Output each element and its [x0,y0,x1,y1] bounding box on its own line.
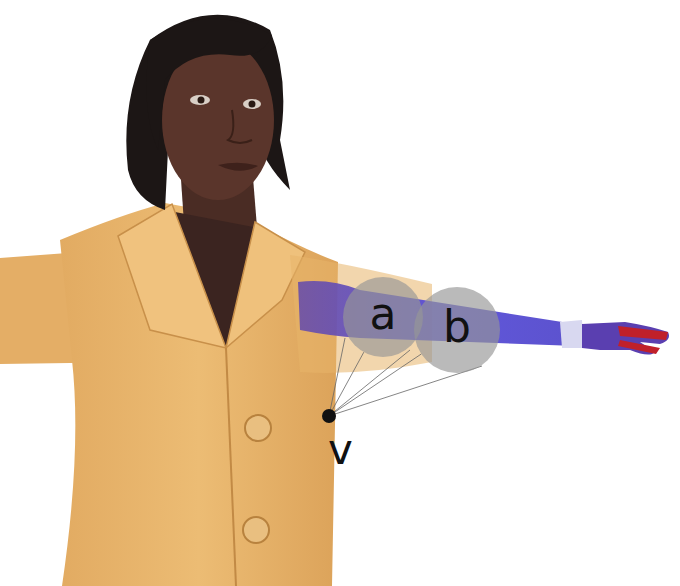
button [245,415,271,441]
eye [243,99,261,109]
influence-line [335,354,421,412]
leader-line [329,338,345,416]
nose [228,110,252,143]
joint-label: a [370,292,397,336]
button [243,517,269,543]
joint-circle: b [414,287,500,373]
left-lapel [118,204,226,348]
joint-label: b [443,305,471,349]
leader-line [329,350,410,416]
hair [126,15,290,210]
joint-circle: a [343,277,423,357]
pupil [198,97,205,104]
mouth [218,163,258,171]
jacket-seam [226,348,236,586]
vertex-label: v [328,429,353,471]
vertex-point: v [322,409,336,423]
eye [190,95,210,105]
fingers [618,326,668,354]
hair-top [146,19,272,150]
hand [582,322,669,355]
influence-line [332,352,363,410]
pupil [249,101,256,108]
wrist [560,320,584,348]
